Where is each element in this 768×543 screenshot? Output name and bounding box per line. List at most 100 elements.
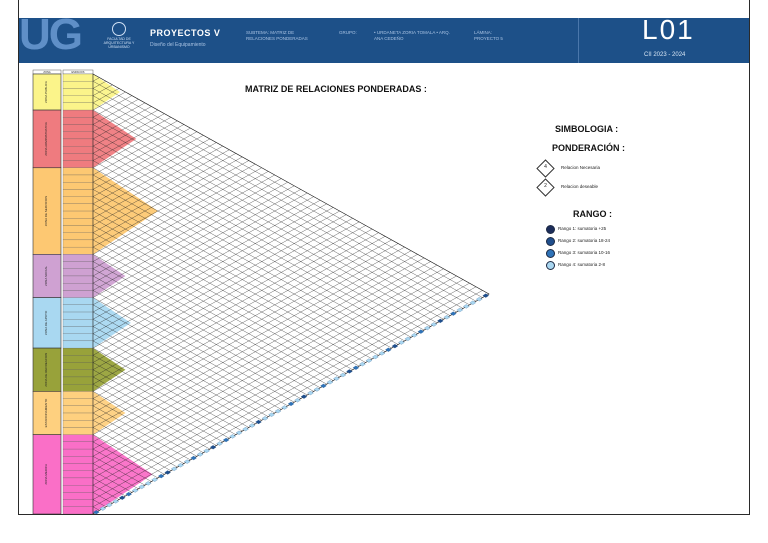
matrix-grid-line	[92, 77, 100, 82]
matrix-grid-line	[92, 261, 431, 450]
matrix-grid-line	[92, 391, 204, 453]
space-row	[62, 420, 94, 428]
space-row	[62, 506, 94, 514]
space-row	[62, 254, 94, 262]
matrix-grid-line	[92, 214, 347, 356]
result-cell	[190, 455, 197, 461]
matrix-grid-line	[92, 264, 438, 457]
weighting-value: 2	[544, 183, 547, 189]
result-cell	[229, 434, 236, 439]
matrix-grid-line	[92, 178, 282, 284]
space-row	[62, 275, 94, 284]
matrix-grid-line	[92, 261, 321, 388]
matrix-grid-line	[92, 124, 184, 176]
matrix-grid-line	[92, 333, 256, 424]
result-cell	[320, 383, 327, 388]
matrix-grid-line	[92, 448, 152, 482]
result-cell	[333, 376, 340, 381]
space-row	[62, 441, 94, 450]
course-title: PROYECTOS V	[150, 28, 221, 38]
subject-meta: SUBTEMA: MATRIZ DE RELACIONES PONDERADAS	[246, 30, 308, 41]
result-cell	[378, 351, 386, 356]
space-row	[62, 304, 94, 313]
result-cell	[196, 452, 204, 457]
crest-text: FACULTAD DE ARQUITECTURA Y URBANISMO	[103, 37, 135, 49]
result-cell	[313, 387, 321, 392]
matrix-grid-line	[92, 376, 217, 446]
result-cell	[469, 300, 476, 305]
result-cell	[274, 408, 282, 414]
result-cell	[287, 401, 295, 407]
sheet-meta: LÁMINA: PROYECTO 5	[474, 30, 503, 41]
matrix-grid-line	[92, 117, 171, 161]
matrix-grid-line	[92, 192, 308, 313]
result-cell	[216, 441, 223, 446]
space-row	[62, 448, 94, 457]
weighting-value: 4	[544, 164, 547, 170]
matrix-grid-line	[92, 189, 386, 352]
matrix-grid-line	[92, 218, 353, 363]
space-row	[62, 333, 94, 342]
space-row	[62, 225, 94, 233]
result-cell	[352, 365, 360, 370]
result-cell	[170, 466, 178, 471]
matrix-grid-line	[92, 275, 457, 479]
zone-relation-triangle	[93, 167, 158, 255]
space-row	[62, 485, 94, 493]
zone-relation-triangle	[93, 254, 126, 298]
matrix-grid-line	[92, 145, 223, 219]
result-cell	[93, 510, 100, 514]
result-cell	[177, 463, 184, 468]
space-row	[62, 261, 94, 269]
result-cell	[164, 470, 171, 475]
space-row	[62, 405, 94, 414]
university-logo: UG	[19, 18, 83, 59]
matrix-grid-line	[92, 283, 470, 493]
result-cell	[281, 405, 288, 410]
academic-cycle: CII 2023 - 2024	[644, 52, 686, 58]
matrix-grid-line	[92, 131, 438, 324]
matrix-grid-line	[92, 113, 165, 154]
matrix-grid-line	[92, 156, 243, 241]
symbology-title: SIMBOLOGIA :	[555, 124, 619, 134]
range-dot-icon	[546, 261, 555, 270]
space-row	[62, 81, 94, 89]
result-cell	[346, 369, 353, 374]
matrix-grid-line	[92, 319, 269, 417]
result-cell	[372, 354, 379, 360]
space-row	[62, 434, 94, 442]
space-row	[62, 477, 94, 486]
range-dot-icon	[546, 225, 555, 234]
range-dot-icon	[546, 237, 555, 246]
result-cell	[157, 473, 165, 479]
zone-label: ZONA MEDICA	[44, 464, 48, 485]
matrix-grid-line	[92, 84, 113, 96]
result-cell	[300, 394, 308, 399]
result-cell	[242, 427, 249, 432]
range-label: Rango 1: sumatoria +25	[558, 226, 607, 231]
matrix-grid-line	[92, 149, 230, 226]
space-row	[62, 117, 94, 125]
matrix-grid-line	[92, 290, 483, 507]
document-sheet: UG FACULTAD DE ARQUITECTURA Y URBANISMO …	[18, 0, 750, 515]
space-row	[62, 131, 94, 140]
space-row	[62, 376, 94, 385]
zone-cell	[32, 347, 62, 392]
matrix-grid-line	[92, 257, 425, 443]
matrix-grid-line	[92, 95, 133, 118]
space-row	[62, 283, 94, 291]
space-row	[62, 297, 94, 305]
matrix-grid-line	[92, 200, 321, 327]
space-row	[62, 463, 94, 471]
result-cell	[463, 304, 470, 309]
matrix-grid-line	[92, 492, 113, 504]
space-row	[62, 124, 94, 132]
result-cell	[222, 437, 230, 443]
matrix-grid-line	[92, 153, 236, 233]
result-cell	[255, 419, 262, 425]
space-row	[62, 203, 94, 212]
matrix-grid-line	[92, 279, 464, 486]
space-row	[62, 153, 94, 161]
space-row	[62, 391, 94, 399]
